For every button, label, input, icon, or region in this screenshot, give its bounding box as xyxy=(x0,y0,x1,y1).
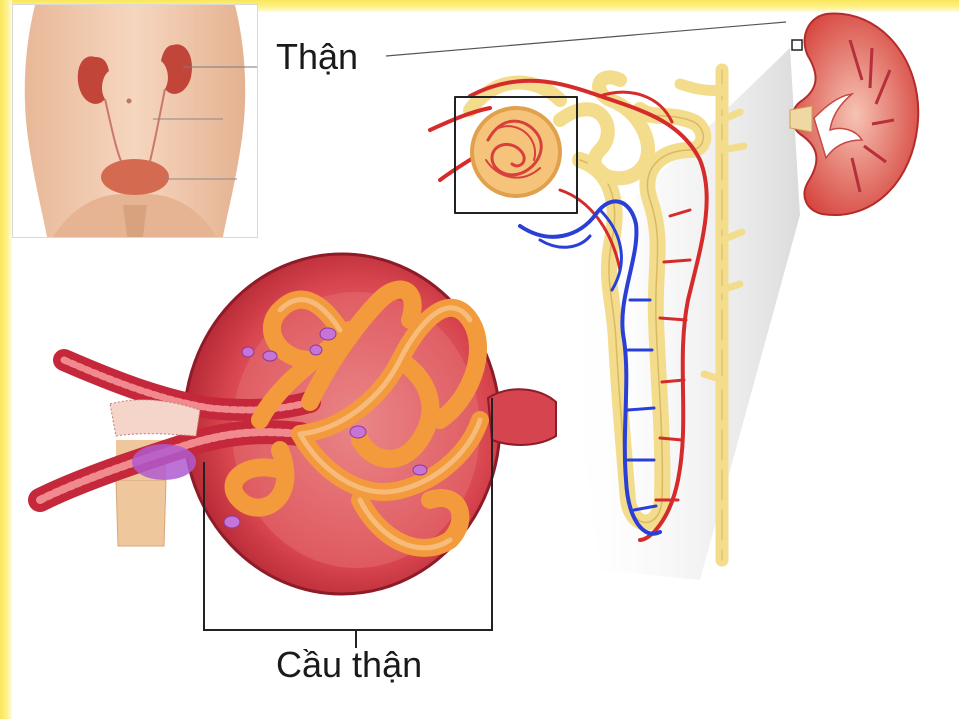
glomerulus-label: Cầu thận xyxy=(276,644,422,686)
kidney-label: Thận xyxy=(276,36,358,78)
glomerulus-icon xyxy=(40,254,556,648)
zoom-wedge xyxy=(560,48,800,580)
kidney-cross-section-icon xyxy=(790,14,918,215)
kidney-pointer-line xyxy=(386,22,786,56)
